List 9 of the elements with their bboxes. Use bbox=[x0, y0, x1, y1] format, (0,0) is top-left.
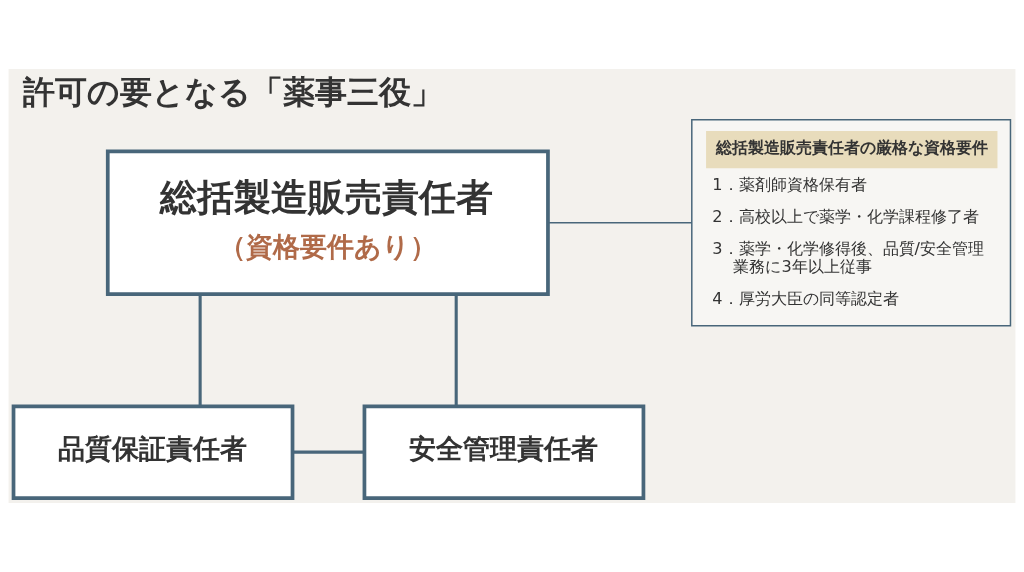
node-box: 品質保証責任者 bbox=[11, 404, 295, 500]
connector bbox=[547, 222, 693, 224]
connector bbox=[198, 294, 202, 407]
diagram-title: 許可の要となる「薬事三役」 bbox=[23, 73, 444, 112]
node-box: 総括製造販売責任者の厳格な資格要件 1．薬剤師資格保有者 2．高校以上で薬学・化学課程修了者 3．薬学・化学修得後、品質/安全管理業務に3年以上従事 4．厚労大臣の同等認定者 bbox=[691, 119, 1012, 327]
node-box: 総括製造販売責任者 （資格要件あり） bbox=[105, 149, 550, 296]
node-box: 安全管理責任者 bbox=[362, 404, 646, 500]
connector bbox=[454, 294, 458, 407]
connector bbox=[292, 450, 365, 454]
